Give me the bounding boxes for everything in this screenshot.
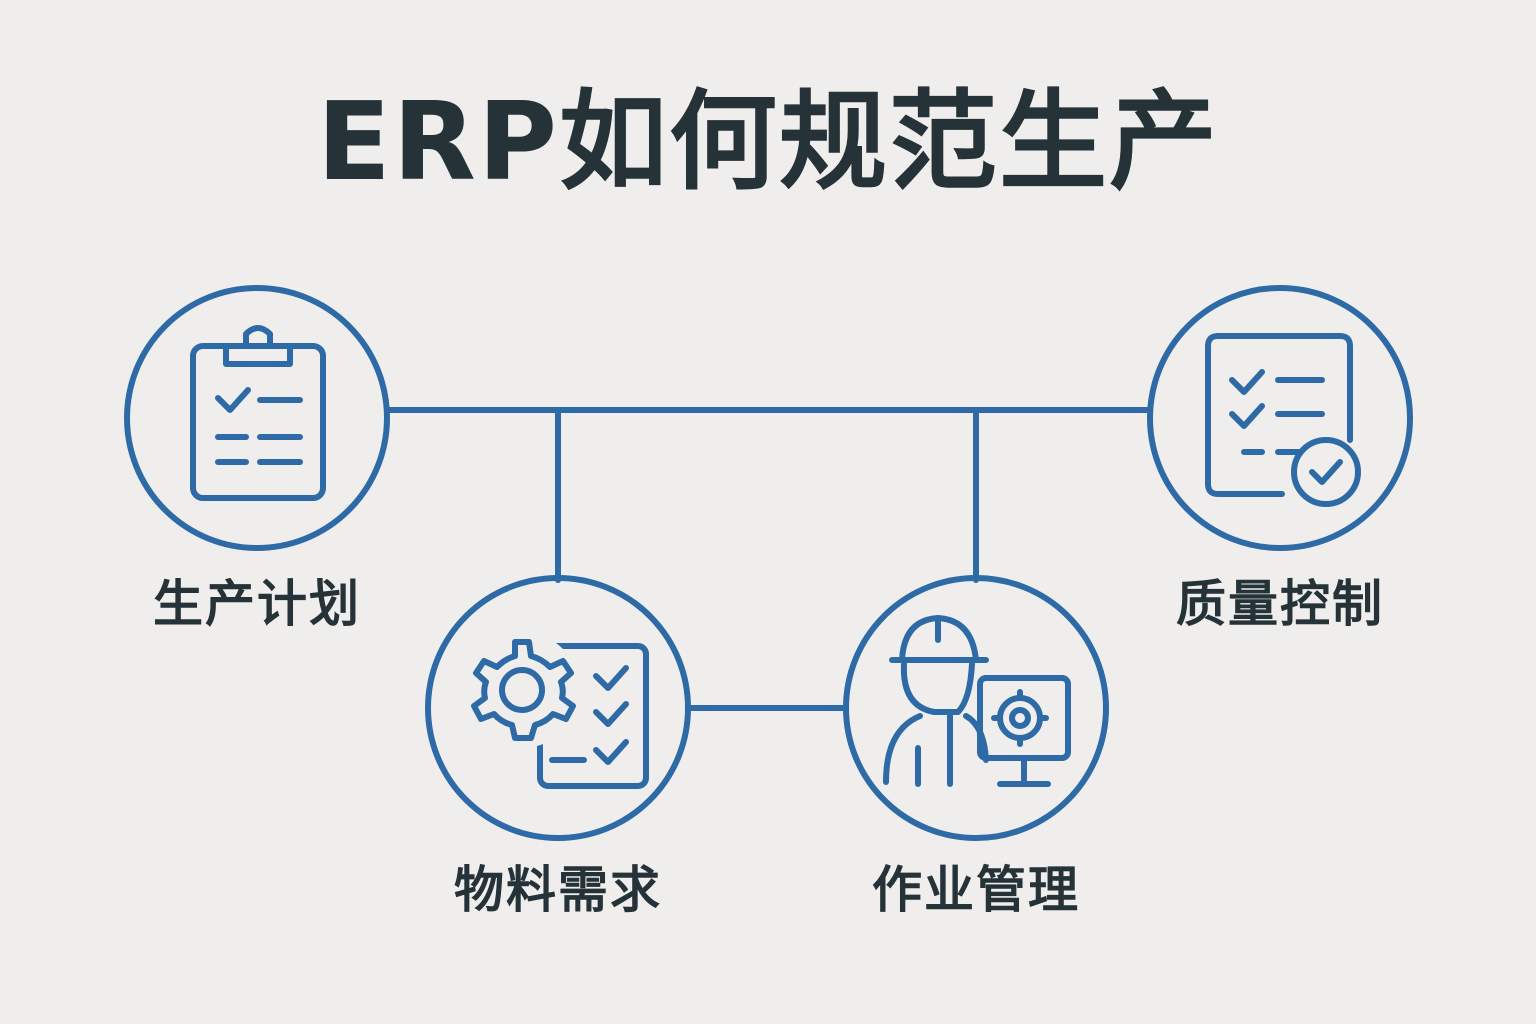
node-label-quality-control: 质量控制 <box>1176 575 1384 633</box>
node-label-production-plan: 生产计划 <box>153 575 361 633</box>
document-check-icon <box>1205 333 1361 507</box>
node-circle-quality-control[interactable] <box>1147 285 1413 551</box>
node-circle-production-plan[interactable] <box>124 285 390 551</box>
gear-checklist-icon <box>464 632 649 789</box>
node-label-operations-management: 作业管理 <box>872 861 1080 919</box>
node-circle-material-requirements[interactable] <box>425 575 691 841</box>
page-title: ERP如何规范生产 <box>316 80 1220 205</box>
clipboard-checklist-icon <box>190 325 326 501</box>
node-circle-operations-management[interactable] <box>843 575 1109 841</box>
worker-computer-icon <box>883 615 1071 787</box>
node-label-material-requirements: 物料需求 <box>454 861 662 919</box>
